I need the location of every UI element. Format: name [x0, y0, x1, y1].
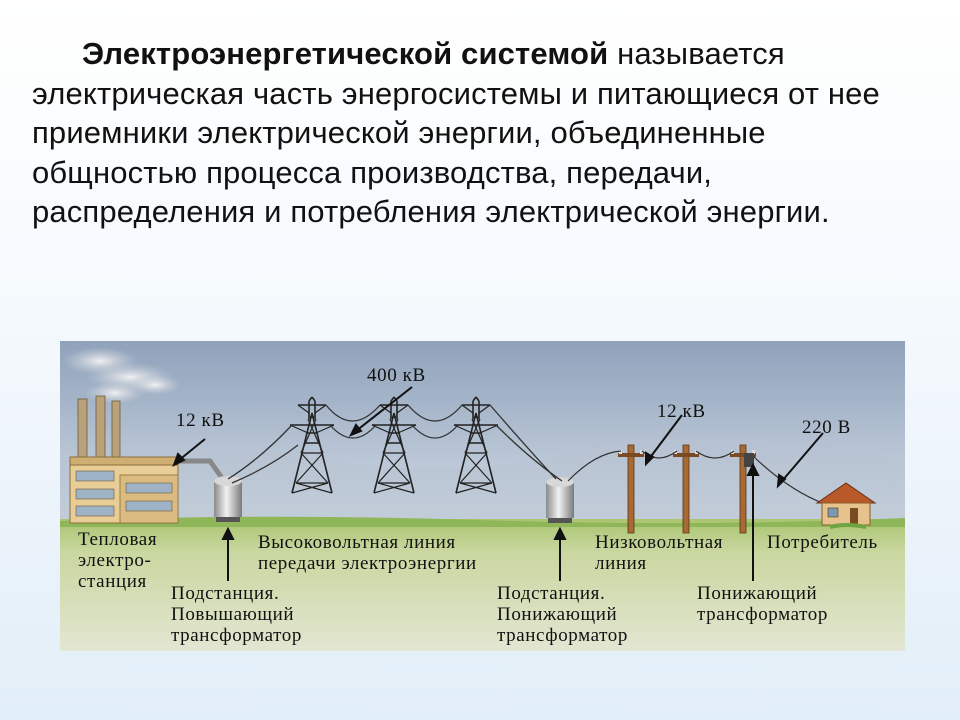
plant-label: Тепловая электро- станция — [78, 529, 157, 592]
step-up-label-line-3: трансформатор — [171, 625, 303, 646]
definition-term: Электроэнергетической системой — [82, 36, 609, 71]
transformer-label-line-2: трансформатор — [697, 604, 829, 625]
definition-body: называется электрическая часть энергосис… — [32, 36, 880, 229]
consumer-house-illustration — [815, 482, 877, 529]
transformer-label-line-1: Понижающий — [697, 583, 818, 604]
high-line-voltage-label: 400 кВ — [367, 365, 426, 386]
step-up-label-line-1: Подстанция. — [171, 583, 280, 604]
pole-transformer — [744, 453, 754, 467]
step-down-transformer-label: Понижающий трансформатор — [697, 583, 828, 625]
low-line-label-line-2: линия — [595, 553, 647, 574]
high-voltage-line-label: Высоковольтная линия передачи электроэне… — [258, 532, 477, 574]
step-up-substation-illustration — [214, 476, 242, 522]
high-line-label-line-2: передачи электроэнергии — [258, 553, 477, 574]
step-down-substation-illustration — [546, 477, 574, 523]
plant-label-line-1: Тепловая — [78, 529, 158, 550]
power-system-diagram: 12 кВ 400 кВ 12 кВ 220 В Тепловая электр… — [60, 341, 905, 651]
step-up-substation-label: Подстанция. Повышающий трансформатор — [171, 583, 302, 646]
step-down-label-line-3: трансформатор — [497, 625, 629, 646]
definition-text: Электроэнергетической системой называетс… — [32, 34, 932, 232]
plant-label-line-3: станция — [78, 571, 147, 592]
step-up-label-line-2: Повышающий — [171, 604, 295, 625]
diagram-illustration — [60, 341, 905, 651]
low-line-voltage-label: 12 кВ — [657, 401, 706, 422]
high-line-label-line-1: Высоковольтная линия — [258, 532, 456, 553]
consumer-label: Потребитель — [767, 532, 878, 553]
consumer-voltage-label: 220 В — [802, 417, 851, 438]
low-line-label-line-1: Низковольтная — [595, 532, 724, 553]
low-voltage-line-label: Низковольтная линия — [595, 532, 723, 574]
plant-label-line-2: электро- — [78, 550, 152, 571]
power-plant-illustration — [69, 395, 227, 524]
step-down-label-line-2: Понижающий — [497, 604, 618, 625]
plant-voltage-label: 12 кВ — [176, 410, 225, 431]
step-down-substation-label: Подстанция. Понижающий трансформатор — [497, 583, 628, 646]
step-down-label-line-1: Подстанция. — [497, 583, 606, 604]
